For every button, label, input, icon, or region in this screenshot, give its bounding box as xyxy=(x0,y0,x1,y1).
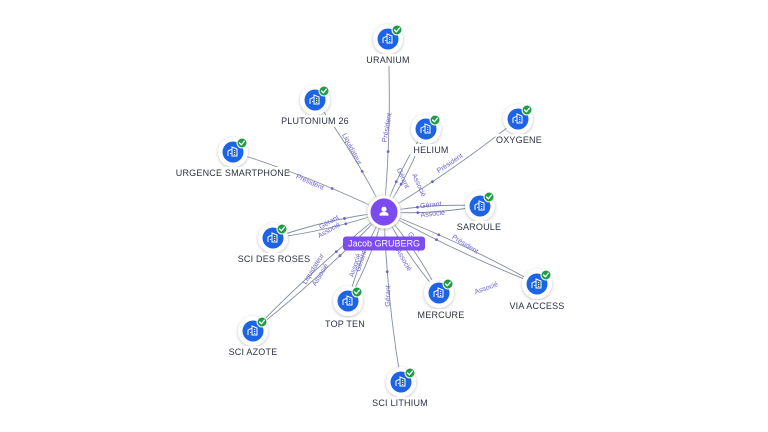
center-label: Jacob GRUBERG xyxy=(348,239,420,249)
person-icon xyxy=(379,206,389,216)
company-label-helium: HELIUM xyxy=(413,145,448,155)
edge-arrow-marker xyxy=(416,211,420,215)
company-node-uranium[interactable]: URANIUM xyxy=(364,24,412,66)
company-label-uranium: URANIUM xyxy=(366,55,409,65)
company-label-urgence: URGENCE SMARTPHONE xyxy=(176,168,290,178)
company-label-bg xyxy=(455,221,503,233)
building-icon xyxy=(433,287,444,298)
building-icon xyxy=(474,200,485,211)
company-node-sciazote[interactable]: SCI AZOTE xyxy=(223,316,283,358)
company-label-topten: TOP TEN xyxy=(325,319,365,329)
center-label-badge xyxy=(343,236,425,251)
company-label-bg xyxy=(178,167,288,179)
edge-label-helium: Gérant xyxy=(395,167,410,189)
company-label-plutonium: PLUTONIUM 26 xyxy=(281,116,349,126)
company-label-viaaccess: VIA ACCESS xyxy=(509,301,564,311)
building-icon xyxy=(420,123,431,134)
edge-label-saroule: Gérant xyxy=(420,201,442,210)
company-label-saroule: SAROULE xyxy=(457,222,501,232)
company-node-topten[interactable]: TOP TEN xyxy=(321,286,369,330)
edge-arrow-marker xyxy=(360,169,364,173)
building-icon xyxy=(512,113,523,124)
company-node-helium[interactable]: HELIUM xyxy=(410,114,452,156)
company-node-plutonium[interactable]: PLUTONIUM 26 xyxy=(277,85,353,127)
company-label-oxygene: OXYGENE xyxy=(496,135,542,145)
company-label-bg xyxy=(505,300,569,312)
edge-arrow-marker xyxy=(330,187,334,190)
edge-label-urgence: Président xyxy=(295,173,325,191)
verified-check-icon xyxy=(429,114,441,126)
building-icon xyxy=(309,94,320,105)
verified-check-icon xyxy=(404,367,416,379)
edge-arrow-marker xyxy=(334,250,338,254)
company-label-sciazote: SCI AZOTE xyxy=(229,347,278,357)
edge-label-viaaccess: Associé xyxy=(474,281,500,296)
building-icon xyxy=(382,33,393,44)
edge-arrow-marker xyxy=(431,180,434,184)
edge-label-saroule: Associé xyxy=(420,210,445,220)
verified-check-icon xyxy=(391,24,403,36)
company-node-scirose[interactable]: SCI DES ROSES xyxy=(233,223,315,265)
edge-label-scilithium: Gérant xyxy=(385,285,393,307)
building-icon xyxy=(267,232,278,243)
verified-check-icon xyxy=(318,85,330,97)
edge-arrow-marker xyxy=(434,238,438,242)
edge-arrow-marker xyxy=(338,254,342,258)
building-icon xyxy=(531,278,542,289)
edge-arrow-marker xyxy=(416,205,419,209)
edge-label-uranium: Président xyxy=(382,113,394,143)
company-label-bg xyxy=(410,144,452,156)
building-icon xyxy=(342,295,353,306)
edge-arrow-marker xyxy=(343,217,346,220)
company-label-bg xyxy=(277,115,353,127)
verified-check-icon xyxy=(483,191,495,203)
verified-check-icon xyxy=(521,104,533,116)
edge-arrow-marker xyxy=(386,150,390,153)
company-node-viaaccess[interactable]: VIA ACCESS xyxy=(505,269,569,312)
company-label-mercure: MERCURE xyxy=(418,310,465,320)
company-label-bg xyxy=(365,397,435,409)
company-label-bg xyxy=(321,318,369,330)
edge-arrow-marker xyxy=(399,182,403,186)
verified-check-icon xyxy=(442,278,454,290)
nodes-layer: URANIUM PLUTONIUM 26 HELIUM OXYGENE URGENCE … xyxy=(176,24,569,409)
company-node-scilithium[interactable]: SCI LITHIUM xyxy=(365,367,435,409)
building-icon xyxy=(247,325,258,336)
edge-arrow-marker xyxy=(394,180,398,184)
verified-check-icon xyxy=(351,286,363,298)
company-label-scirose: SCI DES ROSES xyxy=(238,254,311,264)
company-node-saroule[interactable]: SAROULE xyxy=(455,191,503,233)
verified-check-icon xyxy=(236,137,248,149)
building-icon xyxy=(227,146,238,157)
company-node-urgence[interactable]: URGENCE SMARTPHONE xyxy=(176,137,290,179)
edge-label-viaaccess: Président xyxy=(450,234,479,256)
company-label-bg xyxy=(417,309,465,321)
edge-arrow-marker xyxy=(385,270,389,274)
company-node-oxygene[interactable]: OXYGENE xyxy=(495,104,543,146)
company-label-bg xyxy=(223,346,283,358)
edge-label-plutonium: Liquidateur xyxy=(340,132,363,166)
company-label-bg xyxy=(233,253,315,265)
edge-label-mercure: Associé xyxy=(394,248,412,273)
edge-arrow-marker xyxy=(437,233,441,237)
center-node[interactable]: Jacob GRUBERG xyxy=(343,190,425,251)
company-label-bg xyxy=(364,54,412,66)
company-label-scilithium: SCI LITHIUM xyxy=(372,398,428,408)
company-node-mercure[interactable]: MERCURE xyxy=(417,278,465,321)
company-label-bg xyxy=(495,134,543,146)
verified-check-icon xyxy=(540,269,552,281)
verified-check-icon xyxy=(276,223,288,235)
verified-check-icon xyxy=(256,316,268,328)
building-icon xyxy=(395,376,406,387)
edge-arrow-marker xyxy=(344,222,348,226)
